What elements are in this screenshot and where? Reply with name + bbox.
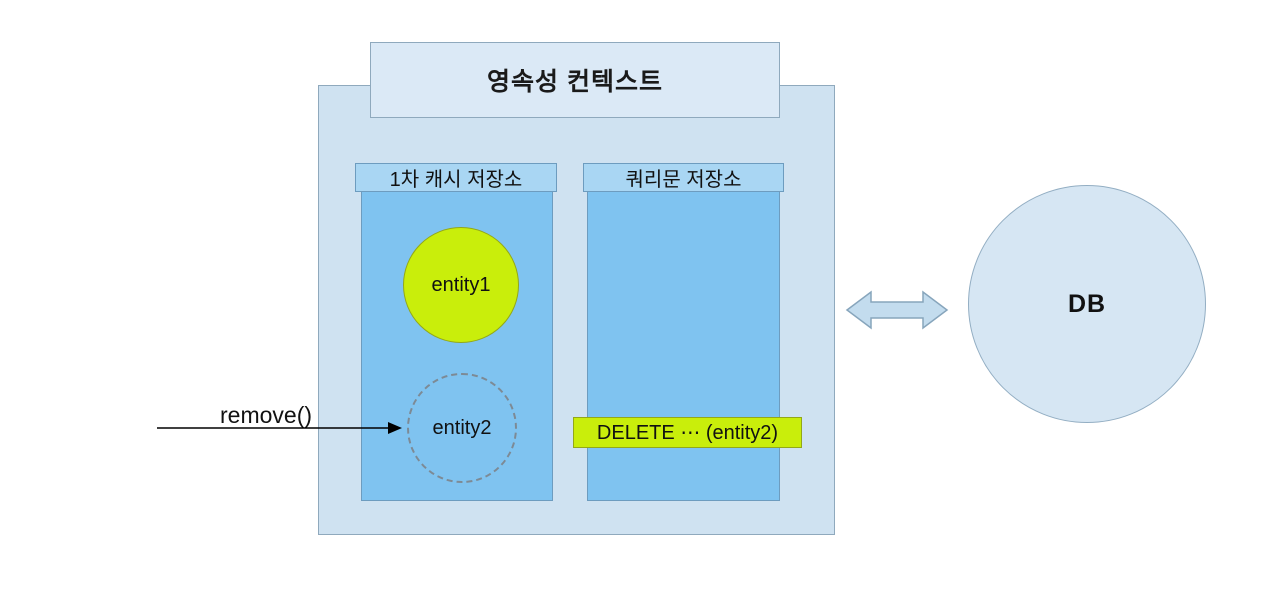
db-label: DB xyxy=(1067,289,1107,318)
entity2-circle: entity2 xyxy=(407,373,517,483)
query-store-label: 쿼리문 저장소 xyxy=(625,169,742,191)
persistence-context-title: 영속성 컨텍스트 xyxy=(487,68,663,96)
entity1-circle: entity1 xyxy=(403,227,519,343)
remove-arrow-icon xyxy=(157,422,402,434)
cache-store-label: 1차 캐시 저장소 xyxy=(389,169,523,191)
persistence-context-title-box: 영속성 컨텍스트 xyxy=(370,42,780,118)
entity1-label: entity1 xyxy=(431,273,491,296)
query-store-body xyxy=(587,192,780,501)
db-circle: DB xyxy=(968,185,1206,423)
query-store-header: 쿼리문 저장소 xyxy=(583,163,784,192)
cache-store-header: 1차 캐시 저장소 xyxy=(355,163,557,192)
remove-call-label: remove() xyxy=(220,402,313,428)
sync-double-arrow-icon xyxy=(845,290,949,330)
delete-statement-badge: DELETE ⋯ (entity2) xyxy=(573,417,802,448)
entity2-label: entity2 xyxy=(432,416,492,439)
delete-statement-text: DELETE ⋯ (entity2) xyxy=(596,422,779,444)
